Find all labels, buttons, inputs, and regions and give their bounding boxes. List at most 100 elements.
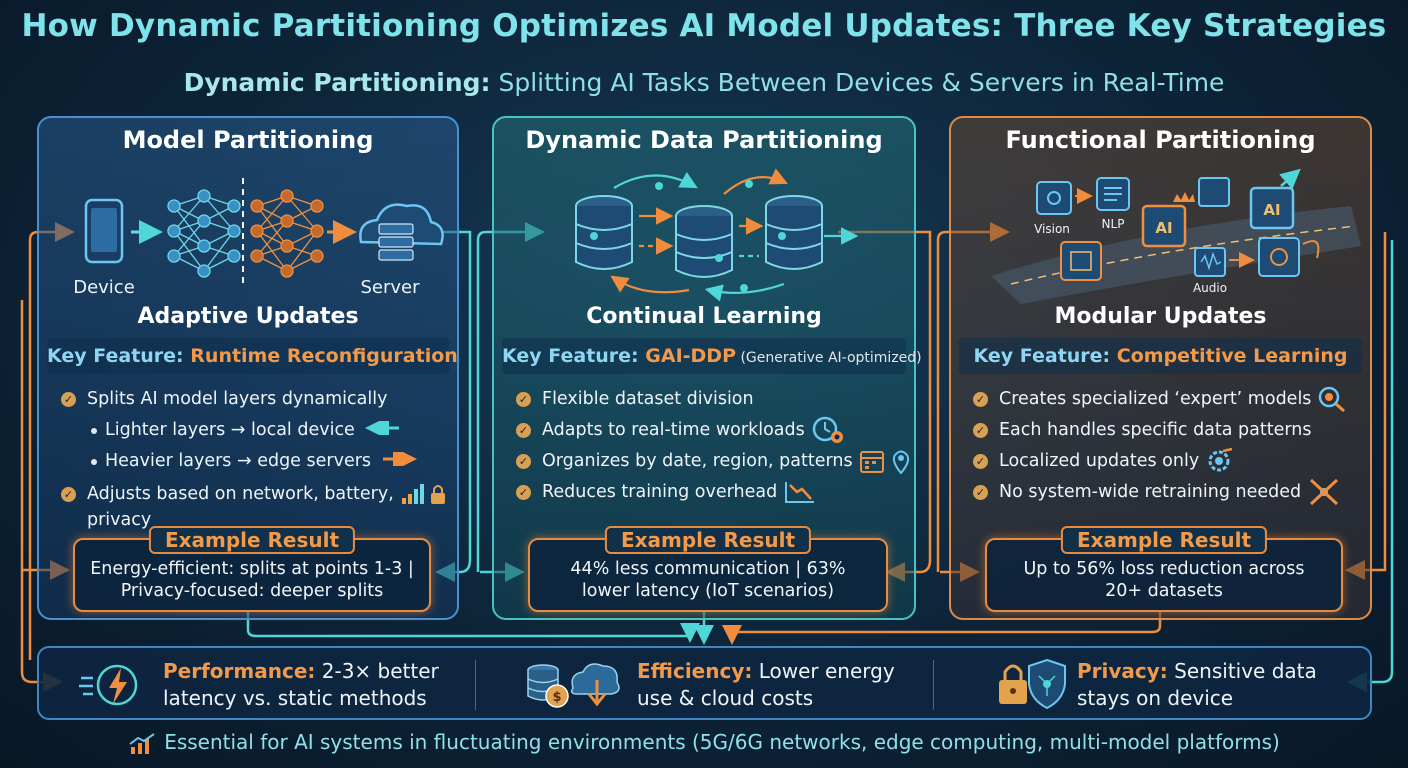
subtitle-lead: Dynamic Partitioning: [183,68,491,97]
neural-net-orange-icon [250,189,324,278]
key-feature-label: Key Feature: [47,345,191,367]
database-icon-middle [675,205,733,278]
calendar-pin-icon [859,450,909,475]
list-item: Heavier layers → edge servers [61,446,451,477]
list-item: ✓Adjusts based on network, battery,priva… [61,477,451,533]
panel-functional-partitioning: Functional Partitioning Vision NLP AI AI… [949,116,1372,620]
ai-cube-icon-right: AI [1249,186,1295,230]
result-title: Example Result [148,526,356,554]
cube-small-icon [1198,177,1230,207]
list-item: ✓Each handles specific data patterns [973,415,1364,446]
nlp-cube-icon [1096,177,1130,211]
chip-cube-icon [1060,241,1102,281]
list-item: ✓Creates specialized ‘expert’ models [973,384,1364,415]
check-icon: ✓ [973,485,988,500]
clock-gear-icon [812,416,843,443]
arrow-right-icon [383,447,418,471]
page-subtitle: Dynamic Partitioning: Splitting AI Tasks… [0,68,1408,97]
result-value: 44% less communication | 63%lower latenc… [570,559,846,601]
key-feature-label: Key Feature: [973,345,1117,367]
panel-title: Dynamic Data Partitioning [525,126,883,154]
footer-note: Essential for AI systems in fluctuating … [0,730,1408,756]
key-feature: Key Feature: GAI-DDP (Generative AI-opti… [502,338,922,374]
magnifier-icon [1319,386,1346,413]
bullet-dot-icon [91,428,97,434]
panel-subtitle: Adaptive Updates [137,304,359,329]
list-item: ✓Flexible dataset division [516,384,908,415]
svg-text:Audio: Audio [1193,281,1227,295]
lock-shield-icon [999,658,1066,710]
chart-down-icon [785,482,815,503]
database-icon-left [575,195,633,270]
database-icon-right [765,195,823,270]
lightning-speed-icon [79,664,138,706]
check-icon: ✓ [516,454,531,469]
server-label: Server [360,277,420,298]
panel-dynamic-data-partitioning: Dynamic Data Partitioning [492,116,922,620]
gear-refresh-icon [1208,447,1233,472]
panel-subtitle: Modular Updates [1054,304,1267,329]
result-value: Energy-efficient: splits at points 1-3 |… [90,559,414,601]
check-icon: ✓ [61,392,76,407]
subtitle-rest: Splitting AI Tasks Between Devices & Ser… [490,68,1225,97]
device-label: Device [73,277,135,298]
list-item: ✓No system-wide retraining needed [973,477,1364,508]
svg-text:Vision: Vision [1034,222,1070,236]
bullet-dot-icon [91,459,97,465]
key-feature-value: Competitive Learning [1116,345,1348,367]
list-item: Lighter layers → local device [61,415,451,446]
vision-cube-icon [1036,181,1072,215]
functional-partition-illustration: Vision NLP AI AI Audio [991,168,1361,304]
bullet-list: ✓Flexible dataset division ✓Adapts to re… [516,384,909,508]
crossed-network-icon [1310,478,1339,506]
check-icon: ✓ [61,487,76,502]
phone-icon [84,198,124,264]
result-title: Example Result [604,526,812,554]
footer-text: Essential for AI systems in fluctuating … [164,730,1280,754]
crown-icon [1173,192,1195,202]
key-feature-value: GAI-DDP [645,345,737,367]
neural-net-blue-icon [167,189,241,278]
key-feature-value: Runtime Reconfiguration [190,345,458,367]
page-title: How Dynamic Partitioning Optimizes AI Mo… [21,8,1387,44]
list-item: ✓Splits AI model layers dynamically [61,384,451,415]
ai-cube-icon-center: AI [1141,204,1187,248]
coins-cloud-icon: $ [527,663,620,708]
cloud-server-icon [359,203,444,261]
list-item: ✓Localized updates only [973,446,1364,477]
panel-title: Functional Partitioning [1005,126,1316,154]
divider [475,660,476,710]
check-icon: ✓ [973,392,988,407]
key-feature: Key Feature: Runtime Reconfiguration [47,338,458,374]
check-icon: ✓ [516,392,531,407]
example-result-box: Example Result Up to 56% loss reduction … [985,526,1343,612]
example-result-box: Example Result Energy-efficient: splits … [73,526,431,612]
check-icon: ✓ [516,423,531,438]
bullet-list: ✓Creates specialized ‘expert’ models ✓Ea… [973,384,1364,508]
model-partition-illustration: Device [73,178,444,298]
key-feature-label: Key Feature: [502,345,646,367]
result-title: Example Result [1060,526,1268,554]
check-icon: ✓ [516,485,531,500]
list-item: ✓Reduces training overhead [516,477,908,508]
example-result-box: Example Result 44% less communication | … [528,526,888,612]
svg-text:$: $ [552,690,561,705]
signal-lock-icon [401,484,445,504]
audio-cube-icon [1194,247,1226,277]
check-icon: ✓ [973,454,988,469]
svg-text:AI: AI [1263,201,1280,219]
key-feature: Key Feature: Competitive Learning [959,338,1362,374]
svg-text:NLP: NLP [1102,217,1125,231]
panel-model-partitioning: Model Partitioning Device [37,116,459,620]
panel-title: Model Partitioning [122,126,374,154]
check-icon: ✓ [973,423,988,438]
gear-cube-icon [1258,237,1300,277]
trend-chart-icon [129,732,155,754]
key-feature-note: (Generative AI-optimized) [736,350,922,366]
svg-text:AI: AI [1155,219,1172,237]
